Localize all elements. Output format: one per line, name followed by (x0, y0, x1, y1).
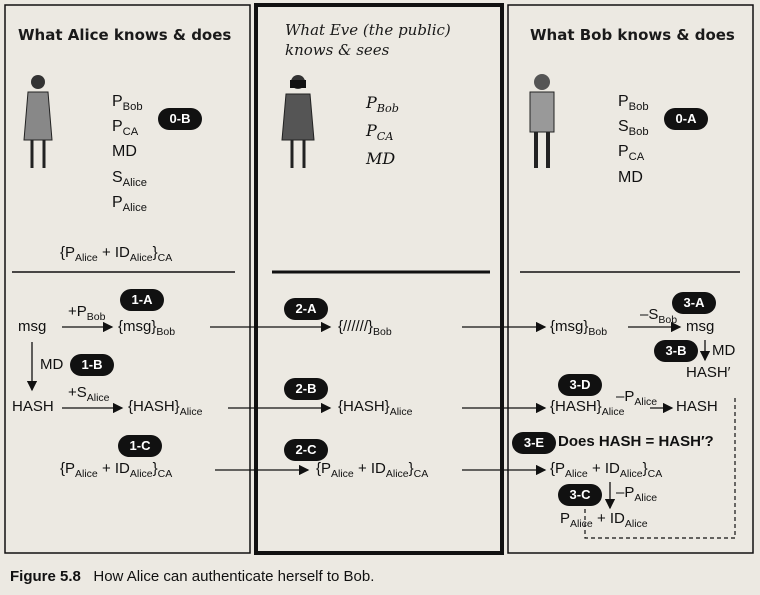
bob-certificate: {PAlice + IDAlice}CA (550, 460, 663, 480)
eve-signed-hash: {HASH}Alice (338, 398, 413, 418)
eve-certificate: {PAlice + IDAlice}CA (316, 460, 429, 480)
bob-key: SBob (618, 118, 649, 139)
alice-msg: msg (18, 318, 47, 335)
alice-hash: HASH (12, 398, 54, 415)
badge-3-a: 3-A (672, 292, 716, 314)
badge-1-b: 1-B (70, 354, 114, 376)
op-add-pbob: +PBob (68, 303, 106, 323)
bob-column-title: What Bob knows & does (530, 26, 735, 44)
bob-md-label: MD (712, 342, 736, 359)
bob-frame (507, 4, 754, 554)
badge-2-a: 2-A (284, 298, 328, 320)
eve-title-line1: What Eve (the public) (285, 21, 451, 39)
eve-frame (254, 3, 504, 555)
bob-figure-icon (529, 74, 555, 168)
badge-2-c: 2-C (284, 439, 328, 461)
op-add-salice: +SAlice (68, 384, 110, 404)
alice-frame (4, 4, 251, 554)
badge-3-b: 3-B (654, 340, 698, 362)
eve-figure-icon (281, 75, 315, 168)
badge-2-b: 2-B (284, 378, 328, 400)
alice-certificate: {PAlice + IDAlice}CA (60, 460, 173, 480)
bob-hash: HASH (676, 398, 718, 415)
bob-signed-hash: {HASH}Alice (550, 398, 625, 418)
badge-0-b: 0-B (158, 108, 202, 130)
bob-hash-prime: HASH′ (686, 364, 731, 381)
alice-keys: PBob PCA MD SAlice PAlice (112, 92, 147, 218)
op-sub-sbob: –SBob (640, 306, 678, 326)
eve-encrypted-msg: {//////}Bob (338, 318, 392, 338)
alice-column-title: What Alice knows & does (18, 26, 232, 44)
badge-3-d: 3-D (558, 374, 602, 396)
eve-key: PCA (366, 121, 394, 144)
bob-decrypted-msg: msg (686, 318, 715, 335)
figure-label: Figure 5.8 (10, 568, 81, 585)
eve-key: MD (366, 149, 396, 169)
bob-verified-identity: PAlice + IDAlice (560, 510, 648, 530)
bob-encrypted-msg: {msg}Bob (550, 318, 608, 338)
alice-key: MD (112, 143, 137, 161)
op-sub-palice-cert: –PAlice (616, 484, 658, 504)
alice-key: PBob (112, 93, 143, 114)
alice-encrypted-msg: {msg}Bob (118, 318, 176, 338)
badge-1-c: 1-C (118, 435, 162, 457)
eve-key: PBob (366, 93, 399, 116)
bob-key: PBob (618, 93, 649, 114)
bob-keys: PBob SBob PCA MD (618, 92, 649, 193)
eve-keys: PBob PCA MD (366, 92, 399, 177)
figure-caption: Figure 5.8 How Alice can authenticate he… (10, 568, 374, 585)
bob-key: MD (618, 168, 643, 186)
badge-3-c: 3-C (558, 484, 602, 506)
badge-3-e: 3-E (512, 432, 556, 454)
op-sub-palice: –PAlice (616, 388, 658, 408)
bob-compare-question: Does HASH = HASH′? (558, 433, 714, 450)
eve-title-line2: knows & sees (285, 41, 390, 59)
badge-1-a: 1-A (120, 289, 164, 311)
alice-key: PAlice (112, 193, 147, 214)
alice-key: SAlice (112, 168, 147, 189)
alice-md-label: MD (40, 356, 64, 373)
alice-key: PCA (112, 118, 139, 139)
badge-0-a: 0-A (664, 108, 708, 130)
alice-signed-hash: {HASH}Alice (128, 398, 203, 418)
alice-figure-icon (23, 75, 53, 168)
bob-key: PCA (618, 143, 645, 164)
alice-certificate-top: {PAlice + IDAlice}CA (60, 244, 173, 264)
eve-column-title: What Eve (the public) knows & sees (285, 20, 451, 60)
figure-caption-text: How Alice can authenticate herself to Bo… (93, 568, 375, 585)
